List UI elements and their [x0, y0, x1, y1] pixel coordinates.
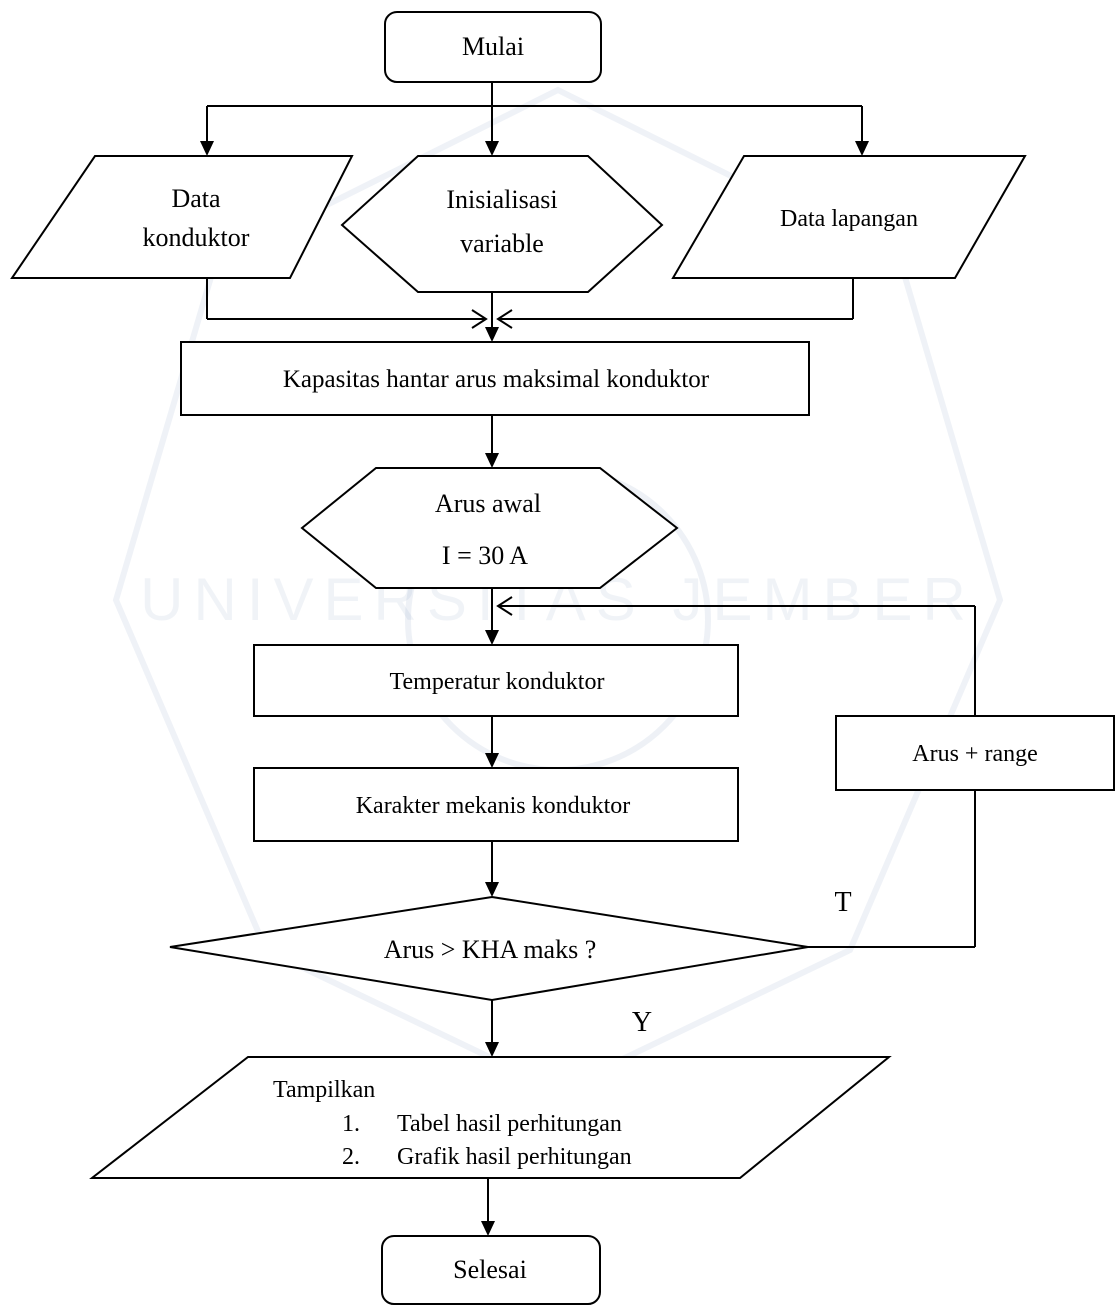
arus-awal-preparation: Arus awal I = 30 A [300, 467, 679, 589]
arrow-merge-left [471, 309, 488, 329]
kapasitas-shape [180, 341, 810, 416]
arus-range-shape [835, 715, 1115, 791]
arrow-to-karakter [485, 753, 499, 768]
arrow-to-selesai [481, 1221, 495, 1236]
arus-awal-line1: Arus awal [435, 489, 541, 518]
start-terminal: Mulai [384, 11, 602, 83]
decision-label: Arus > KHA maks ? [384, 935, 597, 964]
data-konduktor-input: Data konduktor [10, 155, 354, 279]
arrow-to-decision [485, 882, 499, 897]
tampilkan-shape [89, 1056, 892, 1179]
arrow-merge-right [496, 309, 513, 329]
data-lapangan-shape [671, 155, 1027, 279]
karakter-shape [253, 767, 739, 842]
data-lapangan-input: Data lapangan [671, 155, 1027, 279]
inisialisasi-line2: variable [460, 229, 544, 258]
data-konduktor-line2: konduktor [143, 223, 250, 252]
end-label: Selesai [453, 1255, 527, 1284]
tampilkan-item2-number: 2. [342, 1144, 360, 1170]
start-label: Mulai [462, 32, 524, 61]
temperatur-process: Temperatur konduktor [253, 644, 739, 717]
data-lapangan-label: Data lapangan [780, 206, 918, 232]
arus-range-label: Arus + range [912, 741, 1038, 767]
kapasitas-process: Kapasitas hantar arus maksimal konduktor [180, 341, 810, 416]
end-terminal: Selesai [381, 1235, 601, 1305]
branch-label-yes: Y [632, 1007, 652, 1038]
arrow-to-arus-awal [485, 453, 499, 468]
arus-range-process: Arus + range [835, 715, 1115, 791]
arrow-to-data-konduktor [200, 141, 214, 156]
arrow-to-tampilkan [485, 1042, 499, 1057]
arus-awal-shape [300, 467, 679, 589]
inisialisasi-shape [340, 155, 664, 293]
tampilkan-item1-number: 1. [342, 1111, 360, 1137]
tampilkan-item1: Tabel hasil perhitungan [397, 1111, 622, 1137]
karakter-label: Karakter mekanis konduktor [356, 793, 631, 819]
arus-awal-line2: I = 30 A [442, 541, 528, 570]
tampilkan-output: Tampilkan 1. Tabel hasil perhitungan 2. … [89, 1056, 892, 1179]
karakter-process: Karakter mekanis konduktor [253, 767, 739, 842]
arrow-loop-back [496, 596, 513, 616]
branch-label-no: T [834, 887, 851, 918]
end-terminal-shape [381, 1235, 601, 1305]
kapasitas-label: Kapasitas hantar arus maksimal konduktor [283, 366, 710, 393]
arrow-to-data-lapangan [855, 141, 869, 156]
arrow-to-temperatur [485, 630, 499, 645]
start-terminal-shape [384, 11, 602, 83]
inisialisasi-preparation: Inisialisasi variable [340, 155, 664, 293]
tampilkan-item2: Grafik hasil perhitungan [397, 1144, 632, 1170]
temperatur-label: Temperatur konduktor [390, 669, 605, 695]
tampilkan-title: Tampilkan [273, 1077, 375, 1103]
inisialisasi-line1: Inisialisasi [446, 185, 557, 214]
arrow-to-inisialisasi [485, 141, 499, 156]
decision-shape [169, 895, 809, 1002]
temperatur-shape [253, 644, 739, 717]
arrow-to-kapasitas [485, 327, 499, 342]
decision-node: Arus > KHA maks ? [169, 895, 809, 1002]
data-konduktor-line1: Data [171, 184, 221, 213]
data-konduktor-shape [10, 155, 354, 279]
